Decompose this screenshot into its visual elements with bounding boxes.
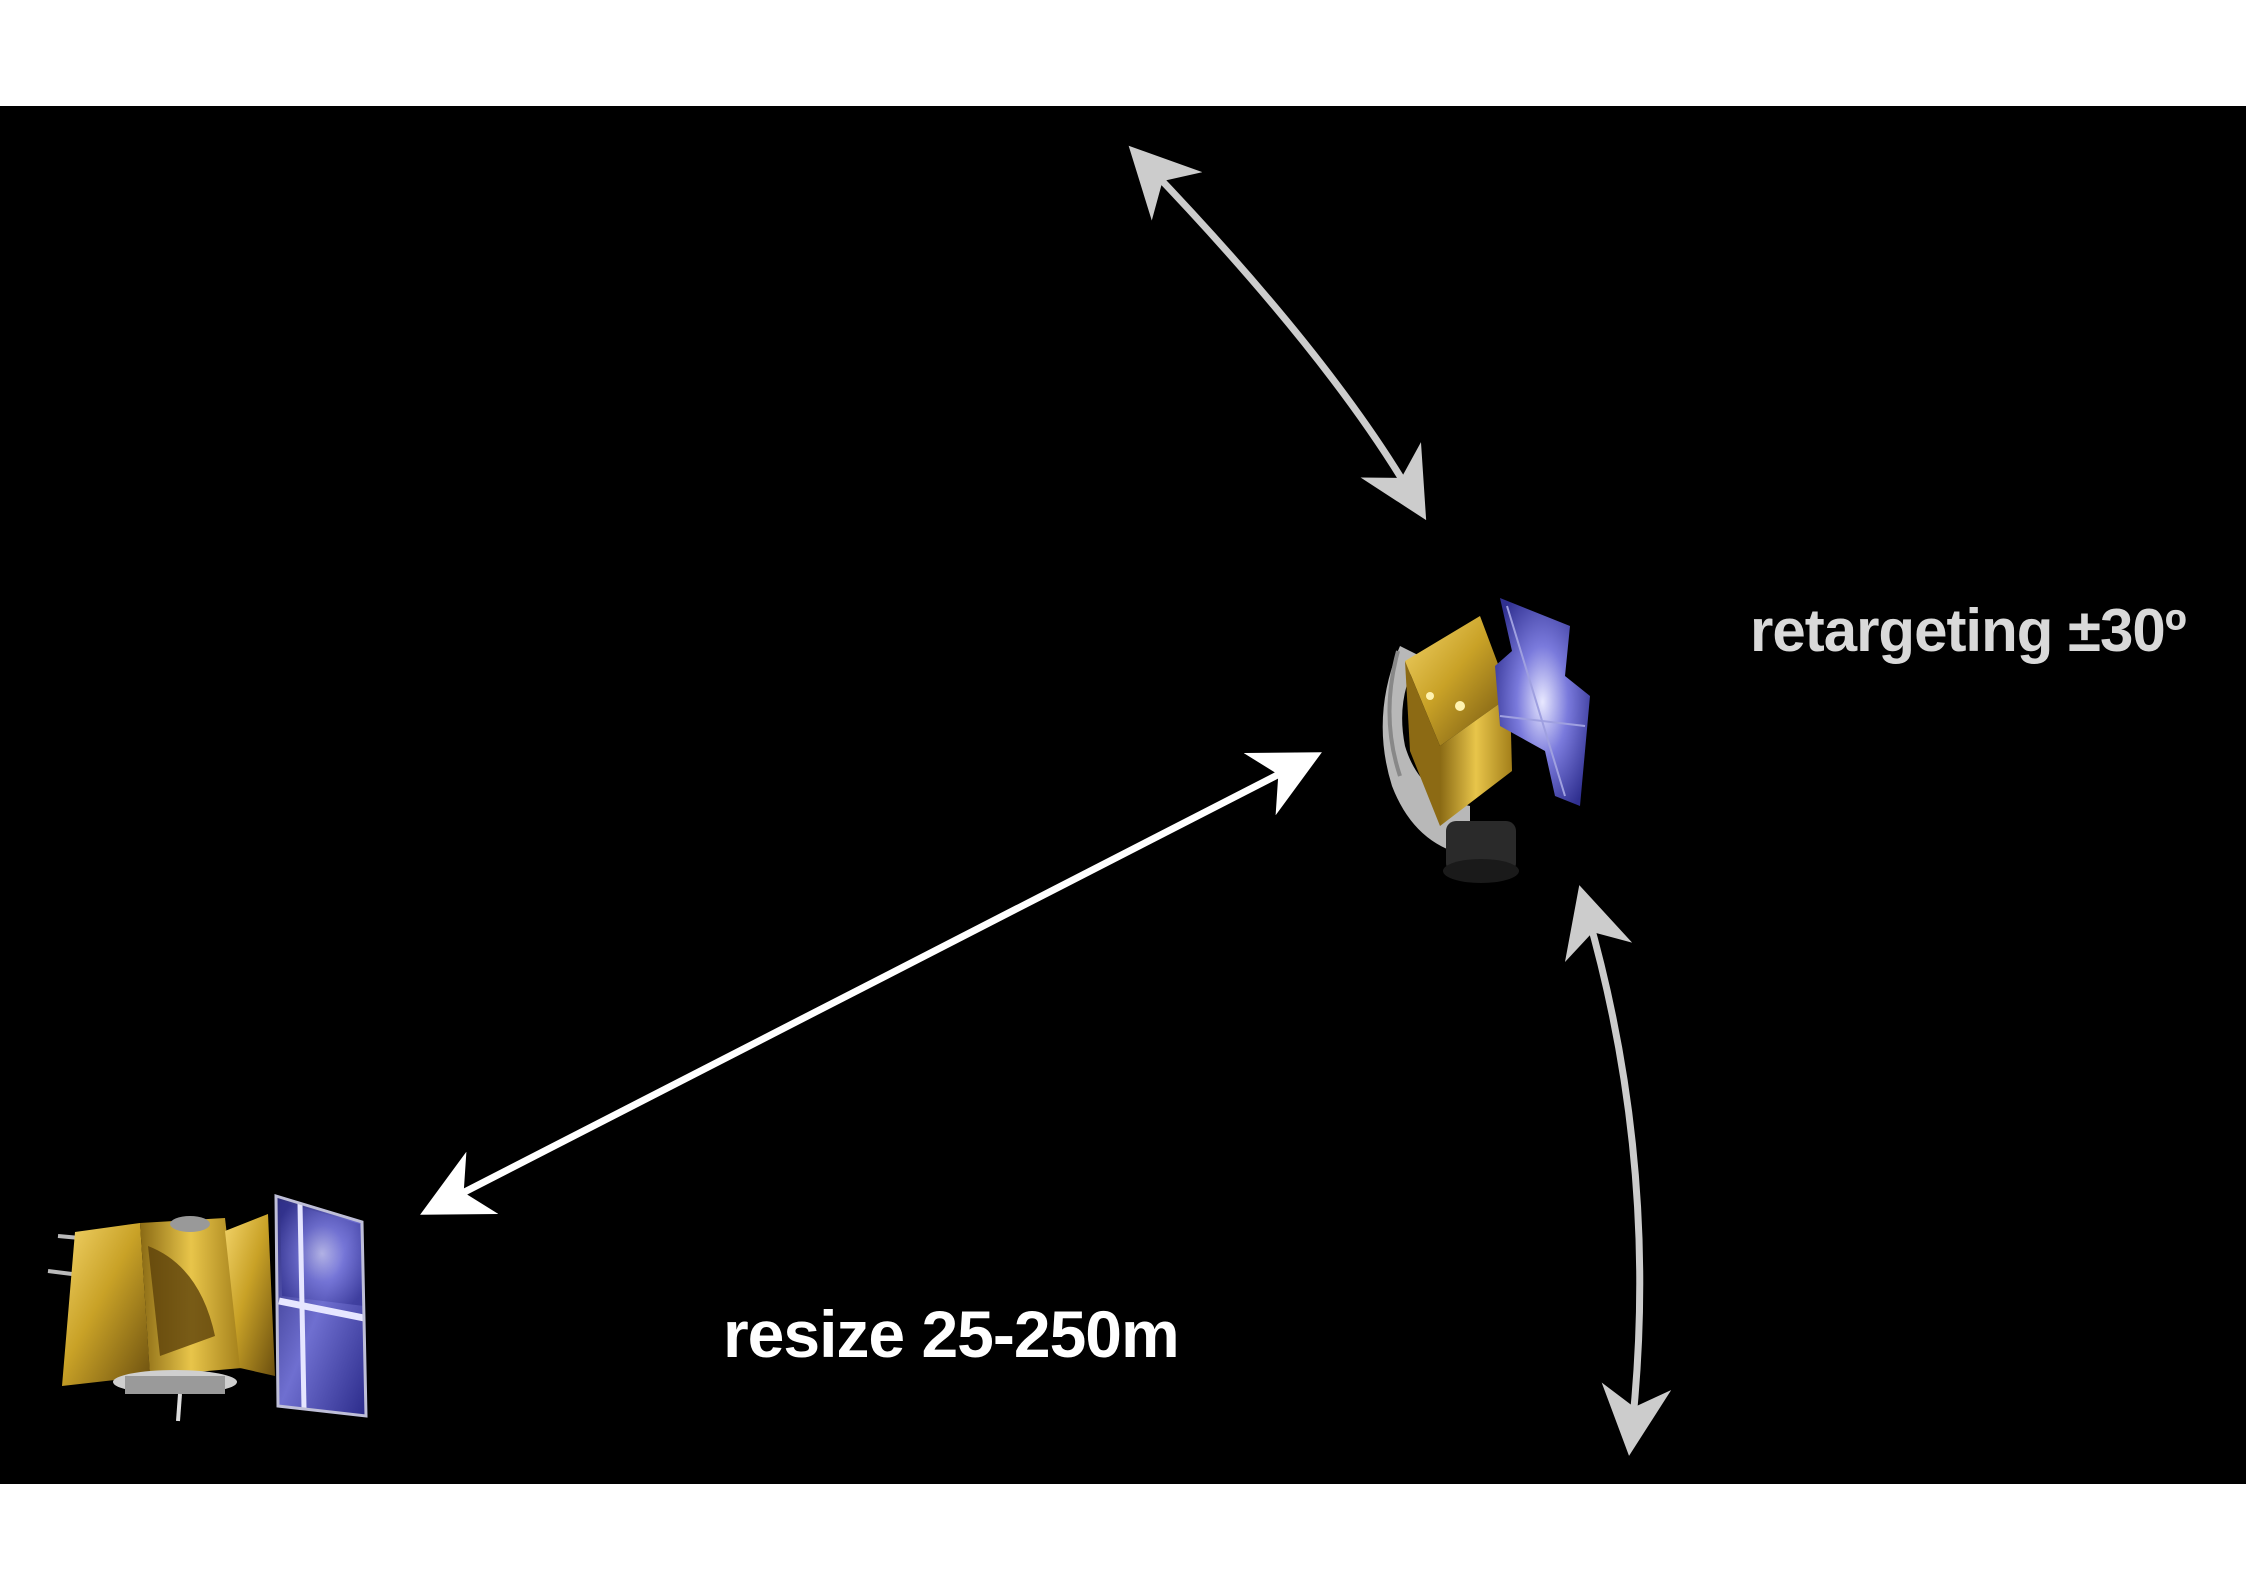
target-satellite-icon (1382, 598, 1590, 883)
chaser-satellite-icon (47, 1193, 368, 1422)
resize-label: resize 25-250m (723, 1297, 1180, 1371)
retarget-arc-lower (1564, 885, 1672, 1456)
retarget-arc-upper (1128, 145, 1427, 521)
retargeting-label: retargeting ±30º (1750, 597, 2187, 664)
space-scene: retargeting ±30º resize 25-250m (0, 106, 2246, 1484)
scene-graphics (47, 145, 1672, 1456)
separation-arrow (420, 752, 1322, 1215)
